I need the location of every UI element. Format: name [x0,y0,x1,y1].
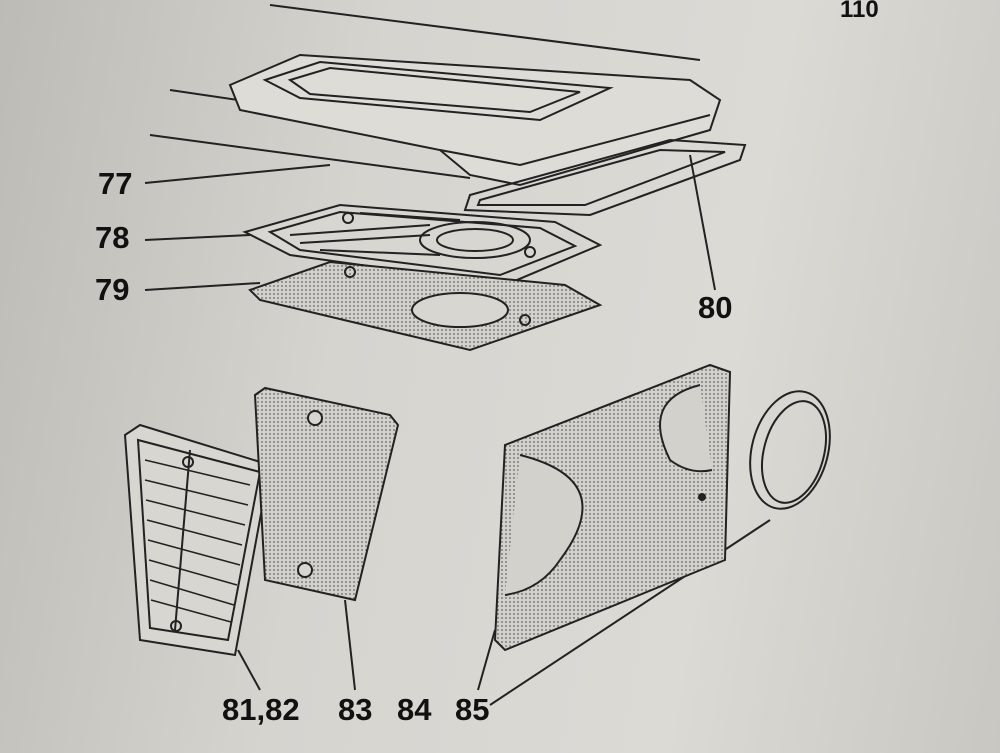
callout-78: 78 [95,220,130,255]
callout-84: 84 [397,692,432,727]
callout-81-82: 81,82 [222,692,300,727]
leader-line [269,4,701,61]
part-83-side-mesh [253,386,400,602]
part-78-grille [242,203,603,287]
page-number: 110 [840,0,879,23]
part-80-gasket [463,138,747,217]
part-79-filter-mesh [248,260,603,352]
callout-80: 80 [698,290,733,325]
callout-79: 79 [95,272,130,307]
part-85-ring [749,390,831,510]
callout-77: 77 [98,166,133,201]
part-81-82-side-grille [123,423,272,657]
callout-83: 83 [338,692,373,727]
part-84-side-plate [493,363,732,652]
part-77-cover [228,53,722,187]
callout-85: 85 [455,692,490,727]
